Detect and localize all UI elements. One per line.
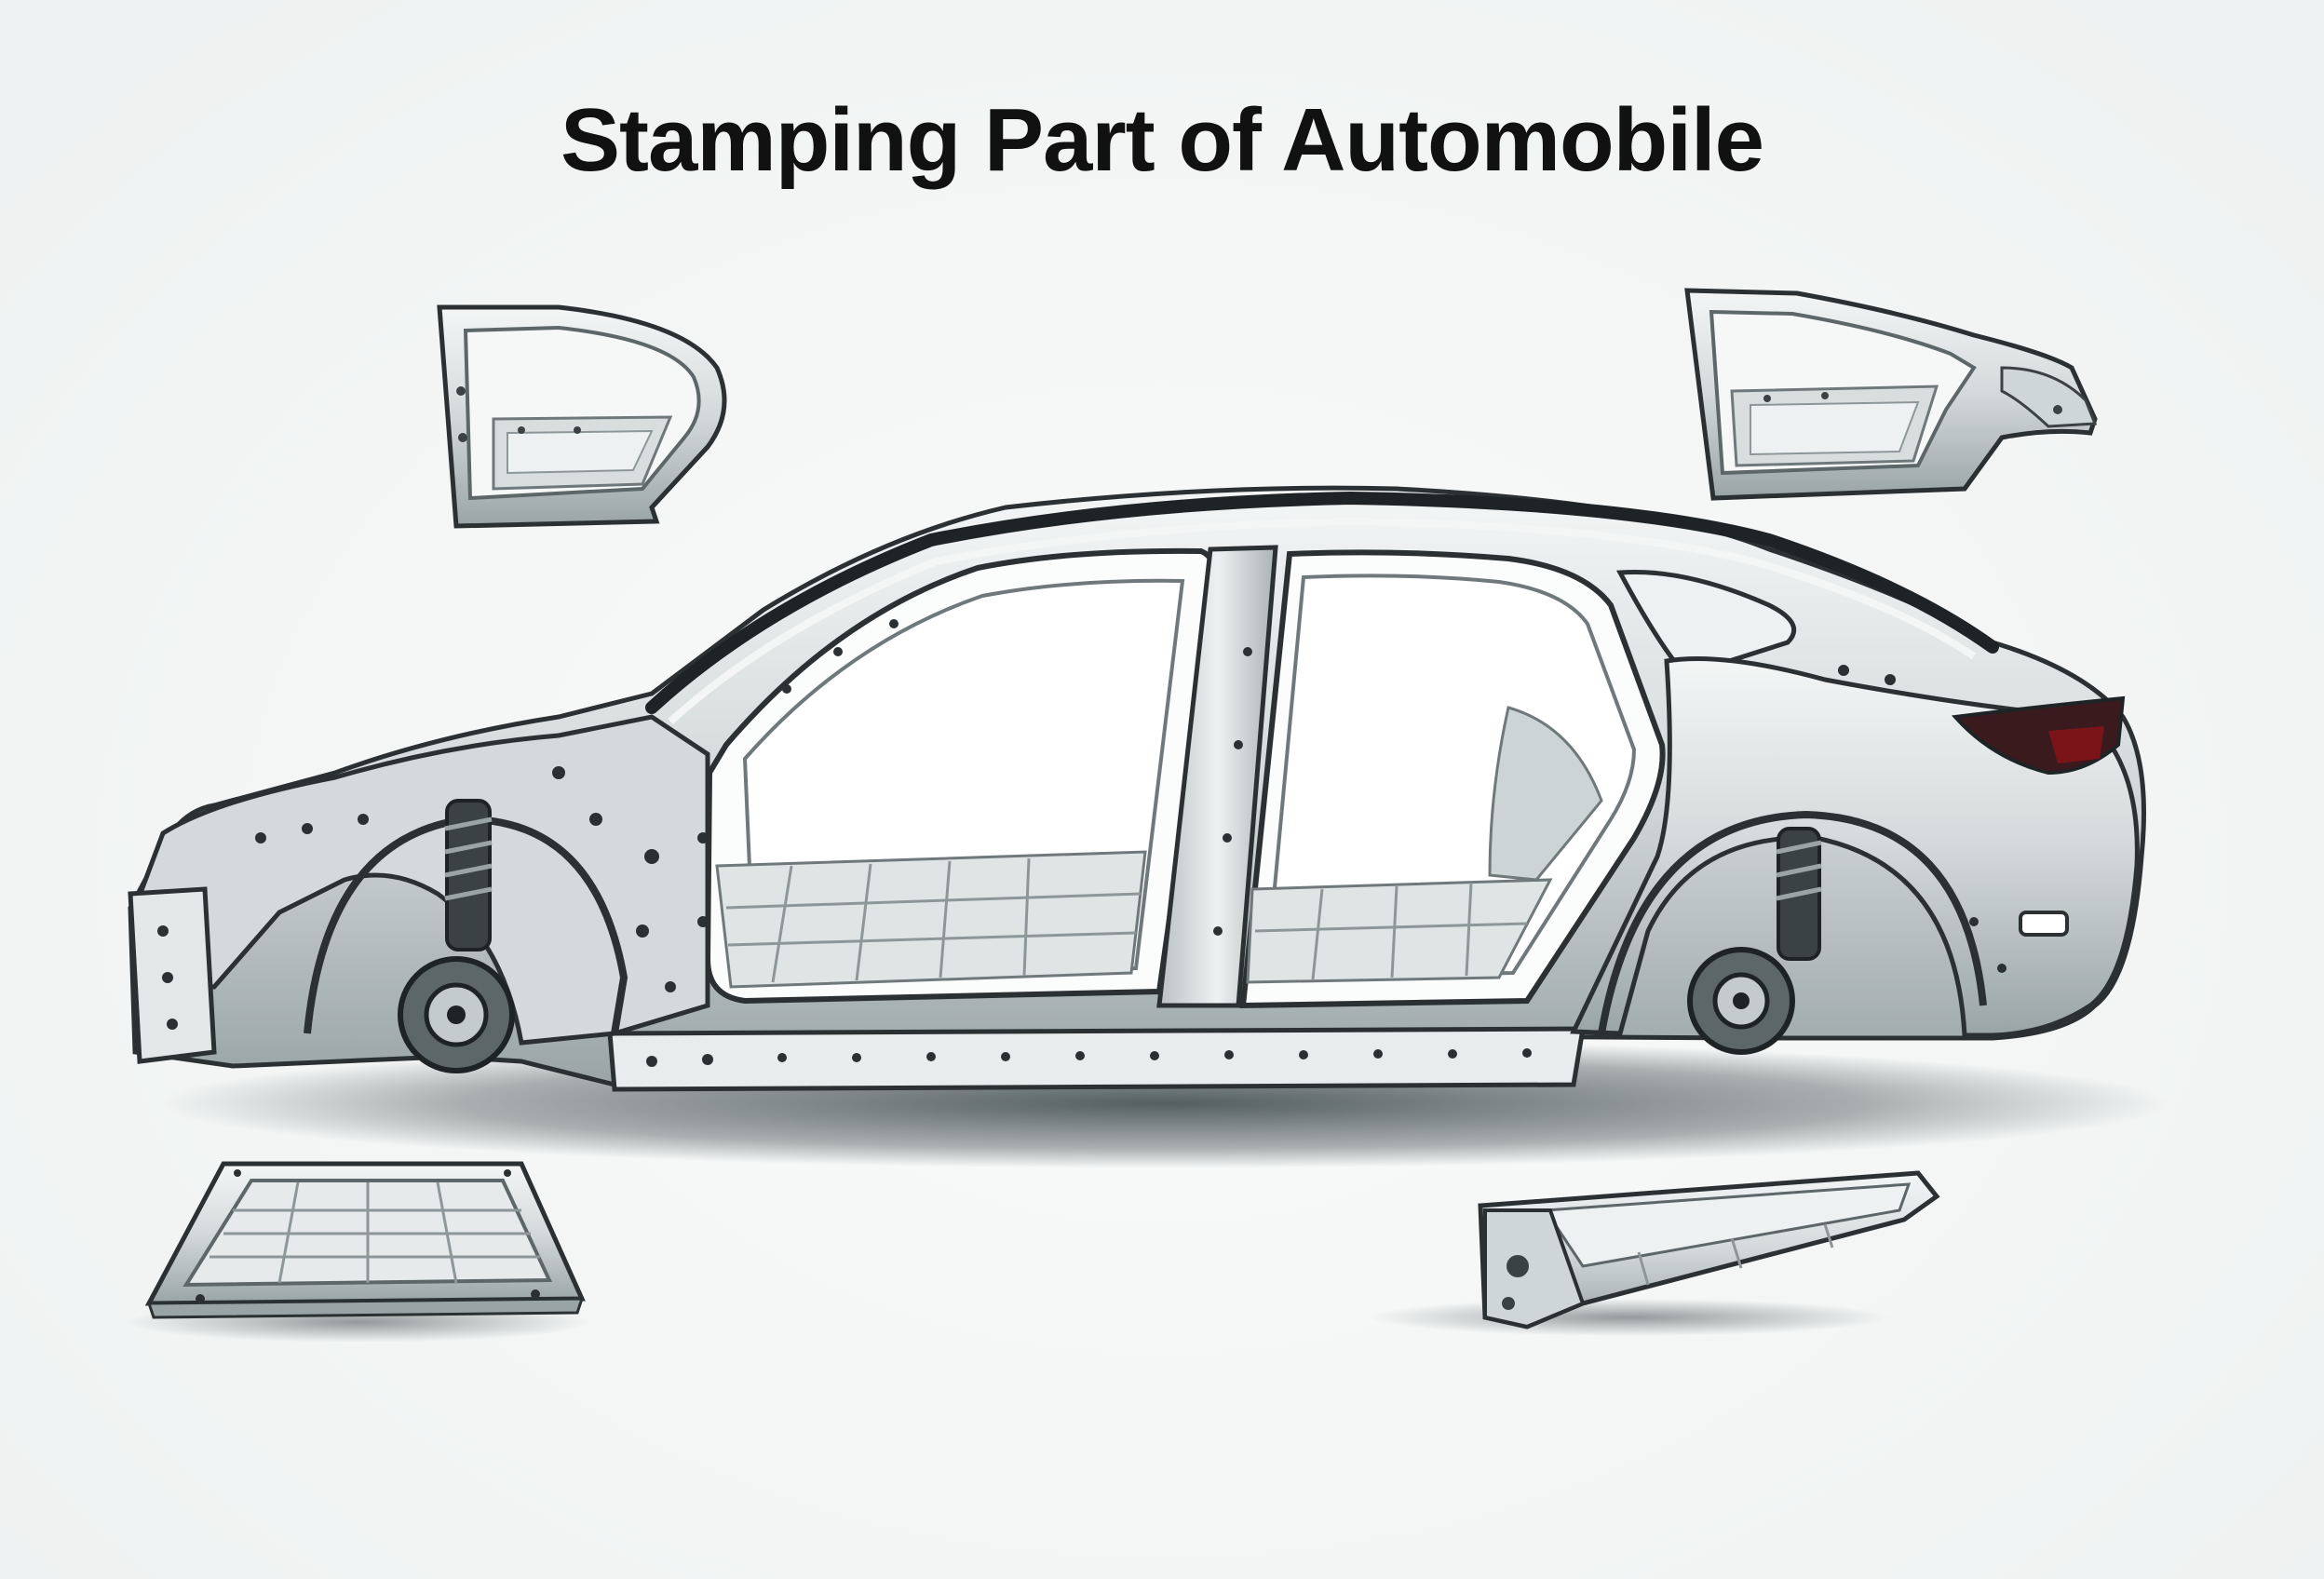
- front-apron: [132, 714, 710, 1046]
- car-body-in-white: [128, 485, 2146, 1092]
- front-suspension: [398, 799, 515, 1073]
- rear-door-quarter-panel: [1684, 288, 2098, 501]
- side-rail-member: [1369, 1170, 1940, 1336]
- page-title: Stamping Part of Automobile: [560, 90, 1764, 190]
- rocker-sill: [607, 1026, 1586, 1092]
- b-pillar: [1156, 545, 1278, 1008]
- floor-pan-panel: [126, 1161, 591, 1343]
- rear-suspension: [1687, 827, 1822, 1055]
- front-door-frame-panel: [437, 304, 727, 529]
